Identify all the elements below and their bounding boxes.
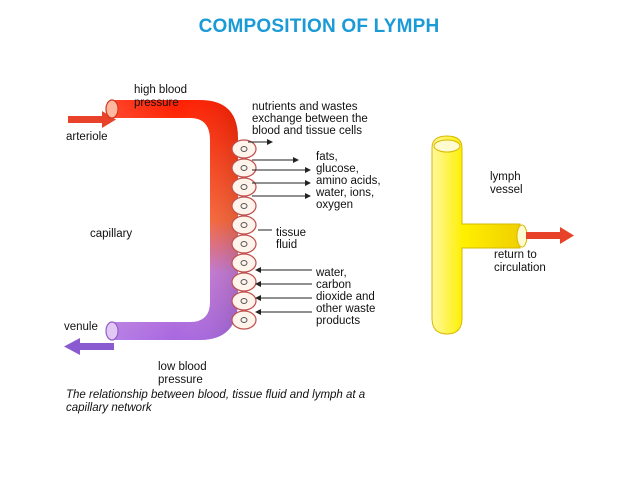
return-arrow: [526, 227, 574, 244]
lymph-vessel: [431, 135, 528, 335]
tissue-cells: [231, 139, 257, 330]
cell-nucleus: [240, 260, 248, 266]
venule-label: venule: [64, 321, 98, 333]
wastes-label: water, carbon dioxide and other waste pr…: [315, 267, 379, 327]
tissue-cell: [231, 253, 257, 273]
capillary-tube: [105, 99, 238, 341]
arteriole-arrow: [68, 111, 116, 128]
venule-arrow: [64, 338, 114, 355]
lymph-vessel-label: lymph vessel: [490, 171, 524, 196]
tissue-cell: [231, 310, 257, 330]
waste-arrows: [255, 267, 312, 315]
cell-nucleus: [240, 317, 248, 323]
tissue-cell: [231, 272, 257, 292]
high-pressure-label: high blood pressure: [134, 84, 190, 109]
cell-nucleus: [240, 222, 248, 228]
tissue-cell: [231, 196, 257, 216]
tissue-cell: [231, 234, 257, 254]
cell-nucleus: [240, 279, 248, 285]
tissue-cell: [231, 139, 257, 159]
tissue-cell: [231, 158, 257, 178]
nutrients-label: fats, glucose, amino acids, water, ions,…: [315, 151, 384, 211]
tissue-cell: [231, 291, 257, 311]
cell-nucleus: [240, 203, 248, 209]
arteriole-label: arteriole: [66, 131, 108, 143]
figure-caption: The relationship between blood, tissue f…: [66, 389, 368, 414]
cell-nucleus: [240, 146, 248, 152]
tissue-fluid-label: tissue fluid: [276, 227, 309, 251]
tissue-cell: [231, 215, 257, 235]
cell-nucleus: [240, 241, 248, 247]
cell-nucleus: [240, 184, 248, 190]
return-label: return to circulation: [494, 249, 546, 274]
cell-nucleus: [240, 298, 248, 304]
nutrient-arrows: [248, 139, 311, 199]
slide-title: COMPOSITION OF LYMPH: [198, 16, 440, 37]
low-pressure-label: low blood pressure: [158, 361, 210, 386]
cell-nucleus: [240, 165, 248, 171]
capillary-label: capillary: [90, 228, 132, 240]
tissue-cell: [231, 177, 257, 197]
exchange-label: nutrients and wastes exchange between th…: [252, 101, 371, 137]
